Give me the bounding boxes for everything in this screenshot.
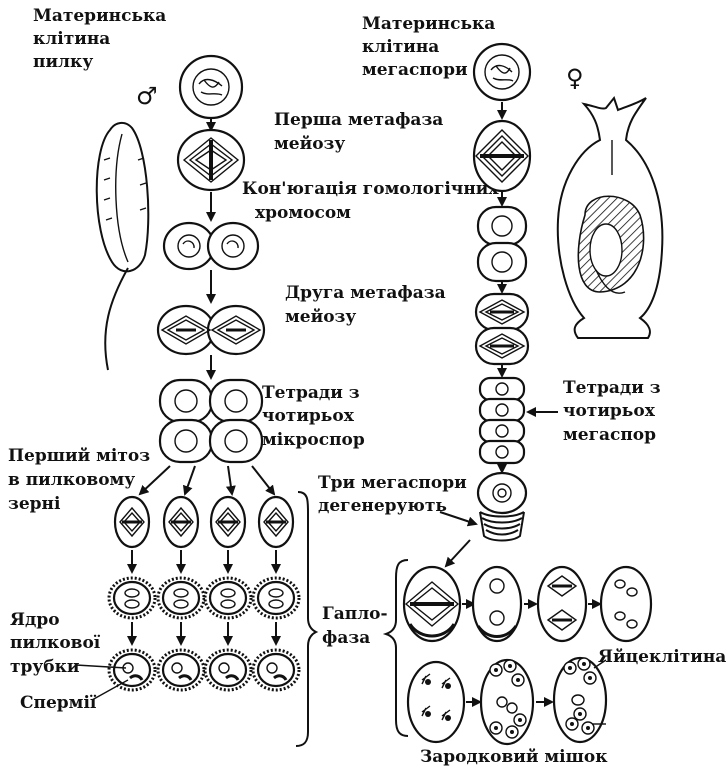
- label-first-metaphase: Перша метафаза мейозу: [274, 110, 449, 154]
- embryo-sac-stage-4: [601, 567, 651, 641]
- megaspore-second-metaphase: [476, 294, 528, 364]
- label-egg-cell: Яйцеклітина: [598, 647, 726, 667]
- degenerate-pointer: [440, 512, 476, 524]
- microspore-tetrad: [160, 380, 262, 462]
- mitosis-arrows: [132, 550, 276, 572]
- sperms-pointer: [92, 680, 128, 700]
- megaspore-mother-cell: [474, 44, 530, 100]
- pollen-arrows: [132, 622, 276, 644]
- first-metaphase-cell: [178, 130, 244, 190]
- degenerating-megaspores: [478, 473, 526, 541]
- to-haplophase-arrow: [446, 540, 470, 566]
- label-three-degenerate: Три мегаспори дегенерують: [318, 473, 473, 516]
- megaspore-first-metaphase: [474, 121, 530, 191]
- second-metaphase-cells: [158, 306, 264, 354]
- embryo-sac-mature: [554, 658, 606, 742]
- megaspore-dyad: [478, 207, 526, 281]
- label-microspore-tetrads: Тетради з чотирьох мікроспор: [262, 383, 366, 450]
- female-bracket: [386, 560, 408, 736]
- label-haplophase: Гапло- фаза: [322, 604, 394, 648]
- dyad-cells: [164, 223, 258, 269]
- label-megaspore-tetrads: Тетради з чотирьох мегаспор: [563, 378, 667, 445]
- male-symbol: ♂: [136, 82, 158, 110]
- embryo-sac-stage-5: [408, 662, 464, 742]
- binucleate-pollen-row: [109, 578, 299, 618]
- label-conjugation: Кон'югація гомологічних хромосом: [242, 179, 504, 223]
- label-tube-nucleus: Ядро пилкової трубки: [10, 610, 106, 677]
- pollen-mother-cell: [180, 56, 242, 118]
- embryo-sac-stage-1: [404, 567, 460, 641]
- megaspore-tetrad: [480, 378, 524, 463]
- embryo-sac-stage-3: [538, 567, 586, 641]
- label-second-metaphase: Друга метафаза мейозу: [285, 283, 452, 327]
- label-embryo-sac: Зародковий мішок: [420, 747, 608, 767]
- label-sperms: Спермії: [20, 693, 97, 713]
- male-bracket: [296, 492, 316, 746]
- embryo-sac-stage-2: [473, 567, 521, 641]
- female-symbol: ♀: [566, 64, 584, 92]
- stamen-illustration: [97, 123, 149, 370]
- mature-pollen-row: [109, 650, 299, 690]
- embryo-sac-stage-6: [481, 660, 533, 744]
- ovule-illustration: [558, 98, 663, 338]
- label-pollen-mother-cell: Материнська клітина пилку: [33, 6, 172, 72]
- microspore-arrows: [140, 466, 274, 494]
- microspore-mitosis-row: [115, 497, 293, 547]
